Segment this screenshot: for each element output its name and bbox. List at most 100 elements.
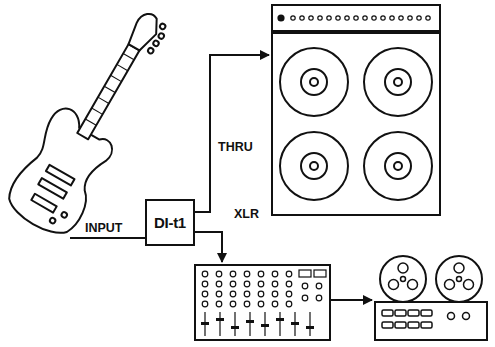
bass-guitar-part xyxy=(159,23,166,30)
tape-recorder-part-part xyxy=(445,280,455,290)
port-label: INPUT xyxy=(84,221,124,235)
bass-amplifier-part xyxy=(272,33,440,215)
bass-amplifier-part-part xyxy=(309,16,313,20)
bass-amplifier-part xyxy=(310,78,318,86)
mixing-console-part-part xyxy=(216,301,222,307)
mixing-console-part-part xyxy=(258,301,264,307)
mixing-console-part-part xyxy=(272,281,278,287)
mixing-console-part-part xyxy=(244,271,250,277)
tape-recorder-part xyxy=(382,263,474,328)
port-label-holder: XLR xyxy=(233,204,260,222)
mixing-console-part-part xyxy=(230,271,236,277)
signal-cables-part xyxy=(330,299,372,301)
tape-recorder-part xyxy=(436,256,482,302)
port-label: THRU xyxy=(217,140,254,154)
port-label-holder: THRU xyxy=(217,137,254,155)
bass-amplifier-part xyxy=(291,16,430,20)
bass-guitar-part xyxy=(49,217,56,224)
bass-guitar-part xyxy=(38,178,67,199)
mixing-console-part-part xyxy=(316,283,322,289)
bass-amplifier-part-part xyxy=(426,16,430,20)
tape-recorder-part-part xyxy=(408,310,419,316)
mixing-console xyxy=(195,265,330,340)
mixing-console-part-part xyxy=(258,281,264,287)
mixing-console-part-part xyxy=(309,312,310,336)
tape-recorder-part-part xyxy=(454,263,464,273)
mixing-console-part-part xyxy=(216,318,224,321)
bass-guitar-part xyxy=(61,211,68,218)
bass-guitar-part-part xyxy=(85,119,96,125)
tape-recorder-part-part xyxy=(395,322,406,328)
bass-amplifier-part xyxy=(272,5,440,31)
bass-guitar-part xyxy=(152,40,159,47)
bass-amplifier-part-part xyxy=(417,16,421,20)
mixing-console-part-part xyxy=(272,271,278,277)
bass-amplifier-part-part xyxy=(372,16,376,20)
bass-amplifier-part xyxy=(310,162,318,170)
mixing-console-part-part xyxy=(306,326,314,329)
bass-guitar-part xyxy=(147,47,154,54)
bass-amplifier-part-part xyxy=(300,16,304,20)
mixing-console-part-part xyxy=(272,301,278,307)
bass-amplifier-part-part xyxy=(291,16,295,20)
mixing-console-part-part xyxy=(286,281,292,287)
mixing-console-part-part xyxy=(202,271,208,277)
mixing-console-part-part xyxy=(299,270,311,277)
bass-amplifier-part-part xyxy=(390,16,394,20)
mixing-console-part-part xyxy=(279,312,280,336)
bass-amplifier-part-part xyxy=(354,16,358,20)
bass-amplifier-part-part xyxy=(336,16,340,20)
bass-amplifier-part xyxy=(280,132,348,200)
signal-cables-part xyxy=(195,232,222,262)
bass-amplifier xyxy=(272,5,440,215)
tape-recorder-part-part xyxy=(464,280,474,290)
bass-amplifier-part xyxy=(385,153,411,179)
mixing-console-part-part xyxy=(244,281,250,287)
bass-guitar-part-part xyxy=(123,53,134,59)
tape-recorder-part-part xyxy=(408,280,418,290)
bass-amplifier-part xyxy=(280,48,348,116)
tape-recorder-part-part xyxy=(408,322,419,328)
mixing-console-part-part xyxy=(286,291,292,297)
mixing-console-part-part xyxy=(216,281,222,287)
tape-recorder xyxy=(375,256,487,340)
mixing-console-part-part xyxy=(244,291,250,297)
tape-recorder-part-part xyxy=(463,313,470,320)
bass-amplifier-part-part xyxy=(363,16,367,20)
mixing-console-part-part xyxy=(216,271,222,277)
mixing-console-part-part xyxy=(302,295,308,301)
mixing-console-part-part xyxy=(202,281,208,287)
bass-guitar-part xyxy=(77,44,139,139)
mixing-console-part-part xyxy=(219,312,220,336)
device-name: DI-t1 xyxy=(154,214,186,231)
tape-recorder-part-part xyxy=(395,310,406,316)
signal-cables-part xyxy=(70,237,145,239)
bass-amplifier-part-part xyxy=(345,16,349,20)
mixing-console-part xyxy=(202,270,326,336)
mixing-console-part-part xyxy=(231,326,239,329)
tape-recorder-part-part xyxy=(389,280,399,290)
mixing-console-part-part xyxy=(302,283,308,289)
mixing-console-part-part xyxy=(202,291,208,297)
mixing-console-part-part xyxy=(272,291,278,297)
tape-recorder-part-part xyxy=(421,310,432,316)
bass-amplifier-part xyxy=(394,78,402,86)
mixing-console-part-part xyxy=(286,301,292,307)
bass-guitar-part xyxy=(1,103,125,243)
mixing-console-part-part xyxy=(230,281,236,287)
mixing-console-part-part xyxy=(230,301,236,307)
bass-guitar-part-part xyxy=(111,75,122,81)
bass-amplifier-part xyxy=(364,48,432,116)
bass-guitar-part-part xyxy=(117,64,128,70)
mixing-console-part-part xyxy=(276,318,284,321)
mixing-console-part-part xyxy=(244,301,250,307)
tape-recorder-part-part xyxy=(398,263,408,273)
port-label-holder: INPUT xyxy=(84,218,124,236)
mixing-console-part-part xyxy=(216,291,222,297)
tape-recorder-part xyxy=(380,256,426,302)
bass-guitar-part-part xyxy=(98,97,109,103)
mixing-console-part-part xyxy=(316,295,322,301)
mixing-console-part-part xyxy=(258,271,264,277)
